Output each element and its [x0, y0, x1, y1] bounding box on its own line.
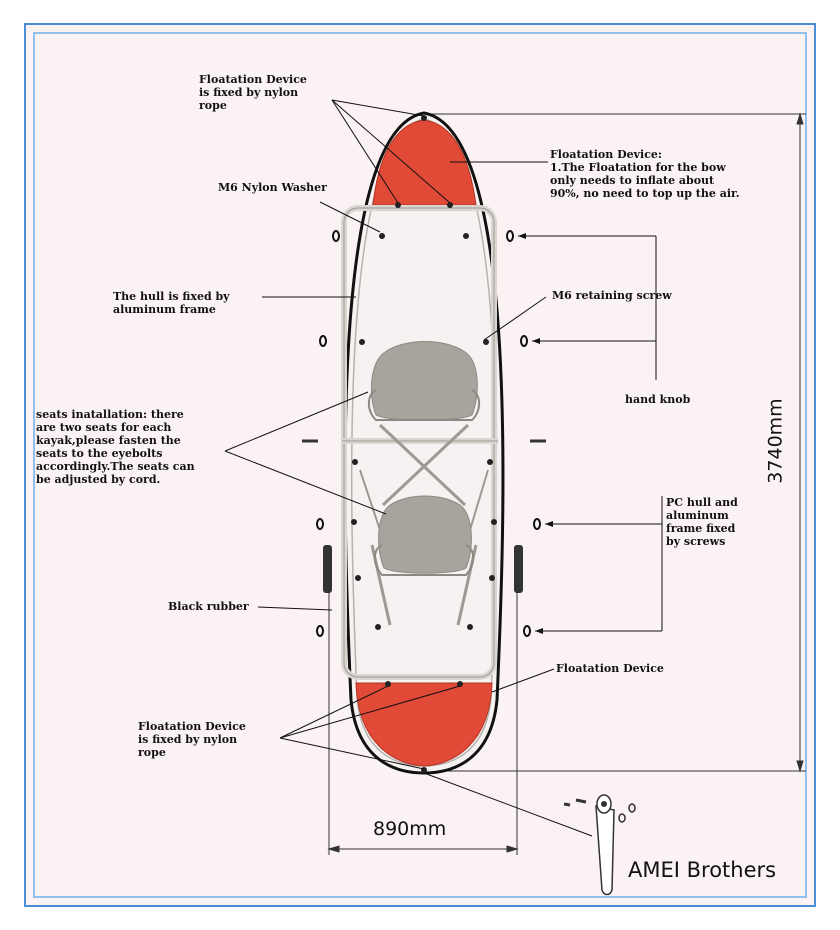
- brand-watermark: AMEI Brothers: [628, 858, 777, 882]
- length-dimension: 3740mm: [764, 398, 787, 484]
- label-hand-knob: hand knob: [625, 393, 691, 406]
- front-seat: [367, 341, 481, 507]
- hand-knobs: [316, 230, 541, 637]
- eyebolts: [351, 115, 497, 773]
- inner-border: [33, 32, 807, 898]
- label-floatation-rope-bottom: Floatation Device is fixed by nylon rope: [138, 720, 246, 759]
- label-pc-hull: PC hull and aluminum frame fixed by scre…: [666, 496, 738, 548]
- label-hull-frame: The hull is fixed by aluminum frame: [113, 290, 230, 316]
- leader-arrows: [518, 233, 553, 634]
- label-floatation-stern: Floatation Device: [556, 662, 664, 675]
- label-floatation-rope-top: Floatation Device is fixed by nylon rope: [199, 73, 307, 112]
- label-m6-washer: M6 Nylon Washer: [218, 181, 327, 194]
- label-seats: seats inatallation: there are two seats …: [36, 408, 195, 486]
- stern-floatation-device: [355, 682, 493, 767]
- black-rubber-right: [514, 545, 523, 593]
- rear-seat: [359, 469, 489, 626]
- width-dimension: 890mm: [373, 818, 447, 840]
- knob-detail-icon: [563, 794, 636, 896]
- width-dimension-lines: [327, 560, 519, 855]
- leader-lines: [224, 99, 663, 837]
- length-dimension-lines: [425, 112, 806, 773]
- label-floatation-bow: Floatation Device: 1.The Floatation for …: [550, 148, 740, 200]
- label-m6-screw: M6 retaining screw: [552, 289, 672, 302]
- black-rubber-left: [323, 545, 332, 593]
- label-black-rubber: Black rubber: [168, 600, 249, 613]
